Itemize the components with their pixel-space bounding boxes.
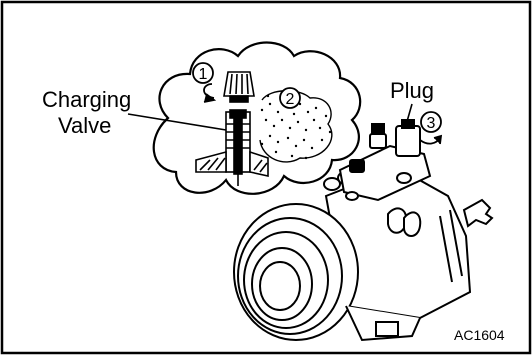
- valve-cap-icon: [223, 71, 255, 103]
- step2-badge: 2: [279, 87, 301, 109]
- charging-valve-body: [195, 109, 269, 186]
- compressor-illustration: [233, 119, 494, 342]
- step2-label: 2: [286, 91, 295, 108]
- step1-label: 1: [199, 66, 208, 83]
- charging-valve-label-line2: Valve: [58, 113, 111, 138]
- step1-arrow-icon: [203, 83, 217, 103]
- step3-label: 3: [427, 115, 436, 132]
- step3-arrow-icon: [419, 134, 443, 145]
- charging-valve-leader: [127, 113, 227, 131]
- plug-label: Plug: [390, 78, 434, 103]
- step3-badge: 3: [420, 111, 442, 133]
- figure-code: AC1604: [454, 327, 505, 343]
- charging-valve-label-line1: Charging: [42, 87, 131, 112]
- step1-badge: 1: [192, 62, 214, 84]
